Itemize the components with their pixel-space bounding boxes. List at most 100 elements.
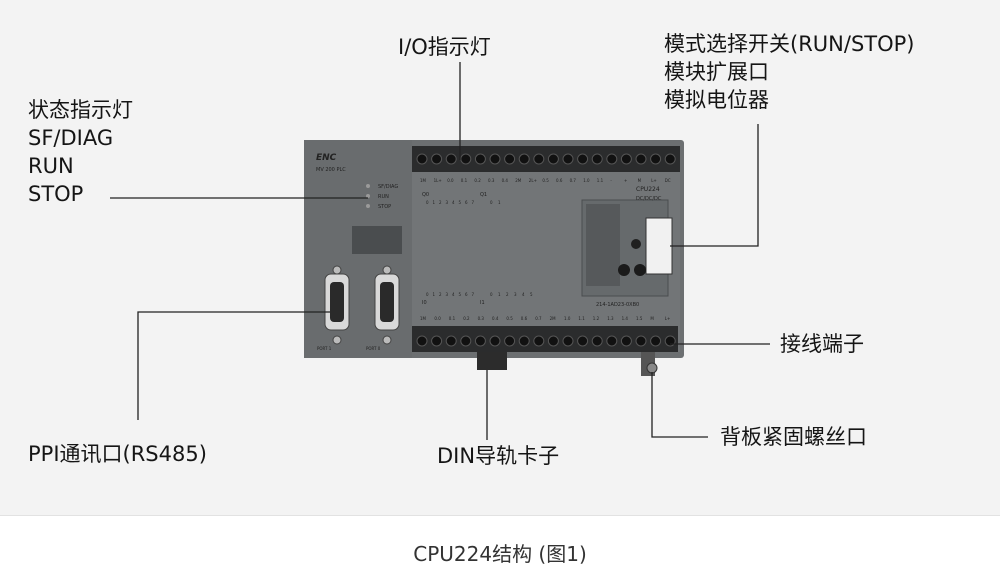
mode-switch-line-3: 模拟电位器 [664, 88, 769, 112]
status-led-group [366, 184, 370, 208]
terminal-label: 1.2 [593, 316, 600, 321]
terminal-screw [547, 335, 559, 347]
terminal-screw [591, 335, 603, 347]
mode-switch-line-2: 模块扩展口 [664, 60, 769, 84]
terminal-screw [664, 153, 676, 165]
terminal-label: 3 [446, 292, 449, 297]
terminal-label: 0.2 [463, 316, 470, 321]
device-series: MV 200 PLC [316, 167, 346, 173]
terminal-screw [635, 335, 647, 347]
terminal-label: 0.7 [535, 316, 542, 321]
terminal-label: 0.0 [434, 316, 441, 321]
device-model: CPU224 [636, 186, 660, 193]
terminal-label: 6 [465, 292, 468, 297]
status-line-4: STOP [28, 182, 84, 206]
terminal-label: 0.4 [492, 316, 499, 321]
port-1-label: PORT 1 [317, 346, 332, 351]
terminal-screw [431, 153, 443, 165]
terminal-label: 2 [439, 292, 442, 297]
terminal-label: 0 [426, 292, 429, 297]
terminal-label: 0.4 [502, 178, 509, 183]
figure-caption: CPU224结构 (图1) [413, 542, 587, 566]
terminal-label: 6 [465, 200, 468, 205]
terminal-label: 7 [472, 292, 475, 297]
status-indicator-label: 状态指示灯 SF/DIAG RUN STOP [28, 96, 133, 208]
terminal-screw [533, 153, 545, 165]
bottom-terminal-screws [416, 335, 676, 347]
terminal-screw [620, 153, 632, 165]
terminal-label: 1M [420, 178, 427, 183]
leader-mount-hole [651, 372, 708, 438]
terminal-label: 0 [490, 292, 493, 297]
terminal-label: 接线端子 [780, 332, 864, 356]
terminal-label: 1.5 [636, 316, 643, 321]
terminal-label: 1.3 [607, 316, 614, 321]
top-io-row-b: Q1 [480, 192, 487, 198]
terminal-label: 1.4 [622, 316, 629, 321]
device-power: DC/DC/DC [636, 196, 662, 202]
status-line-3: RUN [28, 154, 74, 178]
top-terminal-screws [416, 153, 676, 165]
terminal-label: L+ [651, 178, 657, 183]
terminal-screw [445, 153, 457, 165]
port-0-label: PORT 0 [366, 346, 381, 351]
terminal-label: 2M [515, 178, 522, 183]
terminal-label: 0.7 [570, 178, 577, 183]
terminal-screw [591, 153, 603, 165]
bottom-io-row-a: I0 [422, 300, 427, 306]
terminal-label: 4 [522, 292, 525, 297]
leader-mode-switch [670, 124, 759, 247]
led-label-run: RUN [378, 194, 389, 200]
terminal-screw [460, 335, 472, 347]
terminal-label: + [624, 178, 627, 183]
terminal-label: - [610, 178, 612, 183]
terminal-screw [445, 335, 457, 347]
leader-ppi-port [137, 311, 330, 420]
terminal-screw [474, 153, 486, 165]
terminal-label: DC [665, 178, 671, 183]
terminal-label: 2 [506, 292, 509, 297]
terminal-label: 7 [472, 200, 475, 205]
device-brand: ENC [316, 153, 337, 163]
terminal-screw [650, 335, 662, 347]
terminal-label: 0.5 [506, 316, 513, 321]
terminal-label: 0.3 [488, 178, 495, 183]
terminal-screw [489, 153, 501, 165]
terminal-label: 1 [498, 200, 501, 205]
terminal-label: 0.1 [449, 316, 456, 321]
terminal-label: 0.1 [461, 178, 468, 183]
terminal-screw [416, 335, 428, 347]
terminal-screw [504, 153, 516, 165]
terminal-label: 1 [498, 292, 501, 297]
terminal-label: 3 [446, 200, 449, 205]
terminal-label: 1.1 [578, 316, 585, 321]
caption-bar: CPU224结构 (图1) [0, 515, 1000, 586]
terminal-label: 0.5 [542, 178, 549, 183]
din-clip-label: DIN导轨卡子 [437, 444, 560, 468]
status-line-2: SF/DIAG [28, 126, 114, 150]
terminal-label: 1 [433, 200, 436, 205]
leader-lines [110, 62, 770, 440]
terminal-screw [650, 153, 662, 165]
terminal-label: M [650, 316, 654, 321]
mount-hole-label: 背板紧固螺丝口 [720, 425, 867, 449]
terminal-label: 0 [490, 200, 493, 205]
ppi-port-0 [374, 265, 400, 345]
io-indicator-label: I/O指示灯 [398, 35, 491, 59]
terminal-screw [518, 153, 530, 165]
terminal-label: 3 [514, 292, 517, 297]
terminal-label: 0.6 [556, 178, 563, 183]
terminal-label: 0.3 [478, 316, 485, 321]
terminal-label: 2L+ [529, 178, 537, 183]
terminal-screw [504, 335, 516, 347]
terminal-screw [635, 153, 647, 165]
diagram-stage: ENC MV 200 PLC SF/DIAG RUN STOP CPU224 D… [0, 0, 1000, 515]
terminal-screw [533, 335, 545, 347]
terminal-screw [606, 335, 618, 347]
status-line-1: 状态指示灯 [28, 98, 133, 122]
mode-switch-label: 模式选择开关(RUN/STOP) 模块扩展口 模拟电位器 [664, 30, 914, 114]
